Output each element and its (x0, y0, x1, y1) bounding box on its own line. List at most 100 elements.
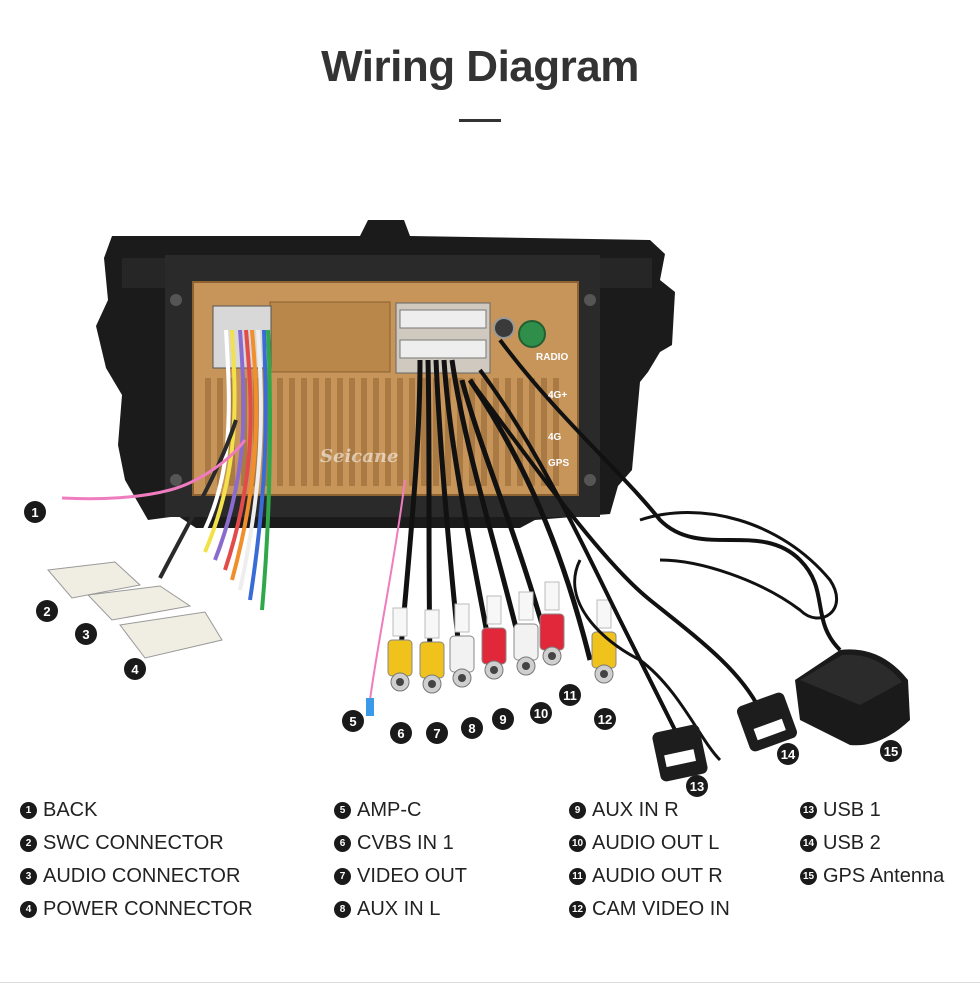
callout-6: 6 (390, 722, 412, 744)
legend-number: 2 (20, 835, 37, 852)
callout-15: 15 (880, 740, 902, 762)
rca-plug-aux-in-r (481, 595, 507, 680)
usb-gps-cables (468, 338, 910, 782)
heatsink-fin (361, 378, 367, 486)
heatsink-fin (529, 378, 535, 486)
callout-14: 14 (777, 743, 799, 765)
legend-item-9: 9 AUX IN R (569, 799, 679, 822)
heatsink-fin (205, 378, 211, 486)
legend-number: 7 (334, 868, 351, 885)
rca-plug-aux-in-l (449, 603, 475, 688)
legend-label: BACK (43, 799, 98, 821)
legend-label: CAM VIDEO IN (592, 898, 730, 920)
legend-label: GPS Antenna (823, 865, 945, 887)
rca-plug-cvbs-in-1 (387, 607, 413, 692)
legend-item-13: 13 USB 1 (800, 799, 881, 822)
heatsink-fin (397, 378, 403, 486)
callout-4: 4 (124, 658, 146, 680)
heatsink-fin (457, 378, 463, 486)
page-title: Wiring Diagram (321, 42, 639, 91)
legend-label: USB 1 (823, 799, 881, 821)
heatsink-fin (265, 378, 271, 486)
legend-number: 11 (569, 868, 586, 885)
callout-12: 12 (594, 708, 616, 730)
legend-number: 4 (20, 901, 37, 918)
heatsink-fin (553, 378, 559, 486)
heatsink-fin (481, 378, 487, 486)
legend-item-7: 7 VIDEO OUT (334, 865, 467, 888)
legend-label: POWER CONNECTOR (43, 898, 253, 920)
legend-label: VIDEO OUT (357, 865, 468, 887)
heatsink-fin (493, 378, 499, 486)
legend-item-5: 5 AMP-C (334, 799, 421, 822)
radio-port-label: RADIO (536, 352, 569, 363)
legend-label: AUX IN L (357, 898, 441, 920)
legend-label: AMP-C (357, 799, 422, 821)
back-wire (61, 439, 247, 501)
heatsink-fin (445, 378, 451, 486)
4g-plus-port-label: 4G+ (548, 390, 568, 401)
rca-plug-audio-out-l (513, 591, 539, 676)
legend-number: 8 (334, 901, 351, 918)
callout-8: 8 (461, 717, 483, 739)
legend-item-4: 4 POWER CONNECTOR (20, 898, 253, 921)
legend-number: 6 (334, 835, 351, 852)
legend-item-15: 15 GPS Antenna (800, 865, 944, 888)
legend-item-8: 8 AUX IN L (334, 898, 440, 921)
legend-number: 3 (20, 868, 37, 885)
heatsink-fin (337, 378, 343, 486)
callout-13: 13 (686, 775, 708, 797)
legend-label: CVBS IN 1 (357, 832, 454, 854)
heatsink-fin (349, 378, 355, 486)
heatsink-fin (469, 378, 475, 486)
legend-item-10: 10 AUDIO OUT L (569, 832, 719, 855)
callout-11: 11 (559, 684, 581, 706)
callout-1: 1 (24, 501, 46, 523)
legend-label: USB 2 (823, 832, 881, 854)
legend-item-2: 2 SWC CONNECTOR (20, 832, 224, 855)
legend-number: 5 (334, 802, 351, 819)
callout-7: 7 (426, 722, 448, 744)
rca-plug-video-out (419, 609, 445, 694)
legend-item-6: 6 CVBS IN 1 (334, 832, 454, 855)
legend-number: 12 (569, 901, 586, 918)
4g-port-label: 4G (548, 432, 562, 443)
title-underline (459, 119, 501, 122)
heatsink-fin (217, 378, 223, 486)
callout-2: 2 (36, 600, 58, 622)
heatsink-fin (325, 378, 331, 486)
legend-item-3: 3 AUDIO CONNECTOR (20, 865, 240, 888)
legend-number: 9 (569, 802, 586, 819)
legend-item-1: 1 BACK (20, 799, 97, 822)
callout-3: 3 (75, 623, 97, 645)
rca-plugs (387, 581, 617, 694)
heatsink-fin (541, 378, 547, 486)
heatsink-fin (277, 378, 283, 486)
heatsink-fin (289, 378, 295, 486)
legend-number: 1 (20, 802, 37, 819)
gps-port-label: GPS (548, 458, 570, 469)
legend-item-14: 14 USB 2 (800, 832, 881, 855)
heatsink-fin (409, 378, 415, 486)
white-connectors (47, 561, 223, 659)
left-harness (158, 329, 272, 611)
legend-label: AUDIO CONNECTOR (43, 865, 241, 887)
legend-label: AUDIO OUT L (592, 832, 720, 854)
callout-5: 5 (342, 710, 364, 732)
pcb-back-panel (165, 255, 600, 517)
callout-10: 10 (530, 702, 552, 724)
callout-9: 9 (492, 708, 514, 730)
heatsink-fin (385, 378, 391, 486)
heatsink-fin (313, 378, 319, 486)
heatsink-fin (421, 378, 427, 486)
bottom-divider (0, 982, 980, 983)
legend-label: AUDIO OUT R (592, 865, 723, 887)
legend-item-12: 12 CAM VIDEO IN (569, 898, 730, 921)
legend-number: 13 (800, 802, 817, 819)
legend-number: 10 (569, 835, 586, 852)
legend-number: 15 (800, 868, 817, 885)
legend-label: AUX IN R (592, 799, 679, 821)
legend-number: 14 (800, 835, 817, 852)
rca-plug-audio-out-r (539, 581, 565, 666)
legend-label: SWC CONNECTOR (43, 832, 224, 854)
